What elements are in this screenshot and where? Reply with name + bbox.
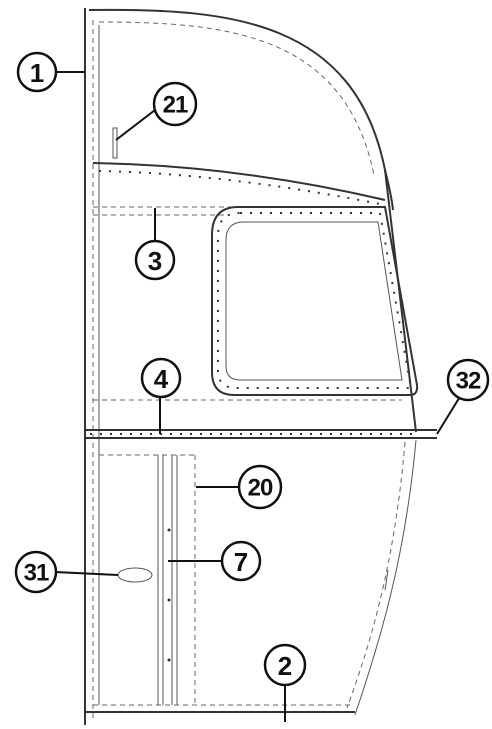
callout-4: 4 — [140, 357, 182, 399]
top-arch-inner — [98, 21, 375, 176]
callout-32-label: 32 — [456, 368, 481, 395]
top-arch — [88, 8, 394, 211]
window-outer — [211, 206, 419, 396]
leader-31 — [54, 571, 119, 576]
callout-3: 3 — [134, 239, 176, 281]
callout-7: 7 — [220, 540, 262, 582]
callout-1-circle — [16, 51, 58, 93]
callout-2-circle — [263, 643, 307, 687]
callout-20-circle — [237, 464, 283, 510]
lower-rear-edge — [354, 439, 417, 716]
callout-21-circle — [152, 81, 198, 127]
callout-2: 2 — [263, 643, 307, 687]
callout-32: 32 — [446, 358, 490, 402]
window — [211, 169, 419, 433]
lower-panel — [85, 439, 417, 716]
callout-20-label: 20 — [248, 475, 273, 502]
callout-32-circle — [446, 358, 490, 402]
leader-21 — [115, 109, 156, 141]
stiffener-rivet — [167, 598, 171, 602]
callout-31: 31 — [14, 550, 58, 594]
callout-3-circle — [134, 239, 176, 281]
rear-mark — [384, 569, 389, 591]
leader-32 — [436, 394, 462, 435]
callout-4-label: 4 — [154, 364, 169, 394]
callout-3-label: 3 — [148, 246, 162, 276]
callout-31-label: 31 — [24, 560, 49, 587]
callout-2-label: 2 — [278, 651, 292, 681]
upper-rail — [92, 162, 386, 201]
window-glass — [225, 221, 403, 381]
waist-rail — [85, 399, 437, 439]
callout-7-circle — [220, 540, 262, 582]
callout-21: 21 — [152, 81, 198, 127]
rear-post — [384, 169, 417, 433]
lower-rear-edge-inner — [346, 441, 406, 709]
leader-lines — [52, 71, 462, 722]
handle-hole — [117, 567, 153, 583]
callout-31-circle — [14, 550, 58, 594]
upper-rail-rivets — [98, 170, 386, 206]
callout-4-circle — [140, 357, 182, 399]
stiffener-rivet — [167, 528, 171, 532]
callout-7-label: 7 — [234, 547, 248, 577]
callout-1-label: 1 — [30, 58, 44, 88]
callout-20: 20 — [237, 464, 283, 510]
callout-21-label: 21 — [163, 92, 188, 119]
upper-frame — [84, 8, 394, 725]
part-21 — [112, 127, 118, 159]
callout-1: 1 — [16, 51, 58, 93]
stiffener-rivet — [167, 658, 171, 662]
window-rivets — [217, 212, 413, 389]
